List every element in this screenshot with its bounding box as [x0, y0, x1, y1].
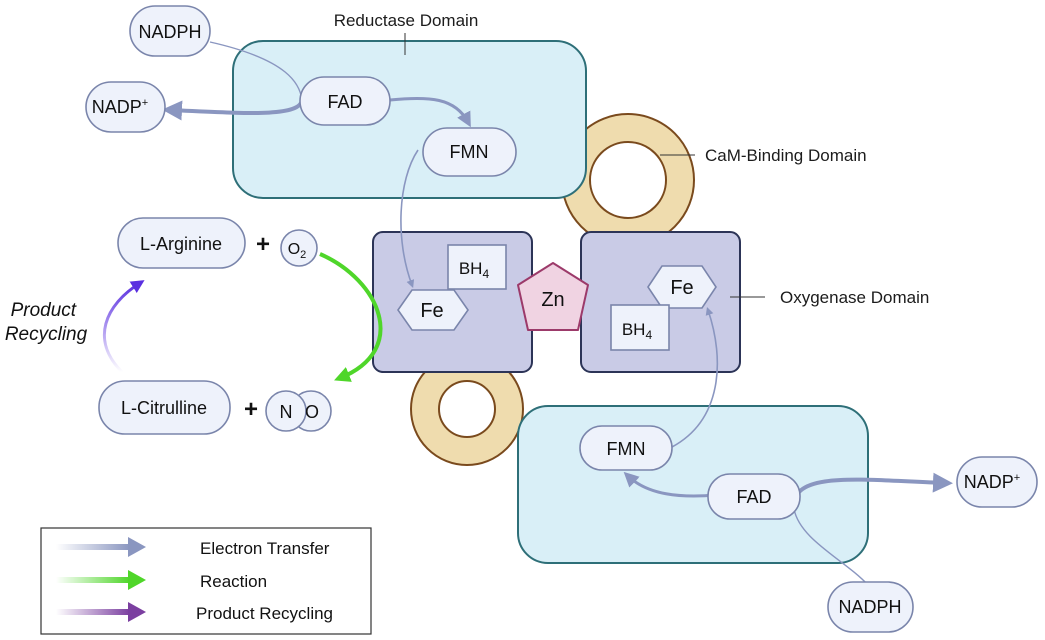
arrow-fmn-to-fe-left [400, 149, 419, 288]
fad-top-node: FAD [299, 76, 391, 126]
svg-text:Fe: Fe [670, 277, 693, 299]
nadp-bottom-node: NADP+ [956, 456, 1038, 508]
fmn-bottom-node: FMN [579, 425, 673, 471]
product-recycling-label: Product Recycling [5, 300, 88, 345]
legend: Electron Transfer Reaction Product Recyc… [40, 527, 372, 635]
bh4-right-node: BH4 [610, 304, 670, 351]
svg-text:L-Arginine: L-Arginine [140, 234, 222, 254]
svg-text:FMN: FMN [607, 439, 646, 459]
arrow-fad-to-nadp-top [162, 99, 304, 121]
reaction-arrow [319, 252, 383, 382]
legend-product-recycling: Product Recycling [56, 602, 333, 623]
reductase-domain-label: Reductase Domain [334, 11, 479, 30]
bh4-left-node: BH4 [447, 244, 507, 290]
arrow-fad-to-fmn-top [389, 96, 471, 128]
cam-ring-top [561, 113, 695, 247]
nadph-bottom-node: NADPH [827, 581, 914, 633]
product-recycling-arrow [103, 280, 145, 374]
legend-electron-transfer: Electron Transfer [56, 537, 330, 558]
nitric-oxide-node: N O [265, 390, 332, 432]
l-arginine-node: L-Arginine [117, 217, 246, 269]
svg-text:NADP+: NADP+ [964, 472, 1020, 492]
svg-text:Fe: Fe [420, 300, 443, 322]
fmn-top-node: FMN [422, 127, 517, 177]
o2-node: O2 [280, 229, 318, 267]
reductase-domain-top [232, 40, 587, 199]
legend-reaction: Reaction [56, 570, 267, 591]
svg-text:L-Citrulline: L-Citrulline [121, 398, 207, 418]
svg-text:FAD: FAD [736, 487, 771, 507]
plus-sign-2: + [244, 396, 258, 423]
plus-sign-1: + [256, 231, 270, 258]
svg-text:NADPH: NADPH [838, 597, 901, 617]
svg-text:FMN: FMN [450, 142, 489, 162]
l-citrulline-node: L-Citrulline [98, 380, 231, 435]
nadp-top-node: NADP+ [85, 81, 166, 133]
svg-text:NADP+: NADP+ [92, 97, 148, 117]
oxygenase-domain-label: Oxygenase Domain [780, 288, 929, 307]
fad-bottom-node: FAD [707, 473, 801, 520]
fe-right-node: Fe [647, 265, 717, 309]
svg-text:FAD: FAD [327, 92, 362, 112]
zn-node: Zn [517, 262, 589, 331]
cam-ring-bottom [410, 352, 524, 466]
svg-text:O: O [305, 402, 319, 422]
svg-text:Zn: Zn [541, 289, 564, 311]
svg-text:O2: O2 [288, 241, 307, 261]
svg-text:NADPH: NADPH [138, 22, 201, 42]
arrow-fad-to-fmn-bottom [623, 471, 717, 498]
svg-text:Product Recycling: Product Recycling [196, 604, 333, 623]
svg-text:N: N [280, 402, 293, 422]
fe-left-node: Fe [397, 289, 469, 331]
svg-text:BH4: BH4 [459, 259, 490, 281]
arrow-fmn-to-fe-right [671, 306, 719, 448]
cam-binding-domain-label: CaM-Binding Domain [705, 146, 867, 165]
svg-text:BH4: BH4 [622, 320, 653, 342]
nadph-top-node: NADPH [129, 5, 211, 57]
nadph-to-fad-line-bottom [793, 508, 869, 586]
svg-text:Reaction: Reaction [200, 572, 267, 591]
svg-text:Electron Transfer: Electron Transfer [200, 539, 330, 558]
